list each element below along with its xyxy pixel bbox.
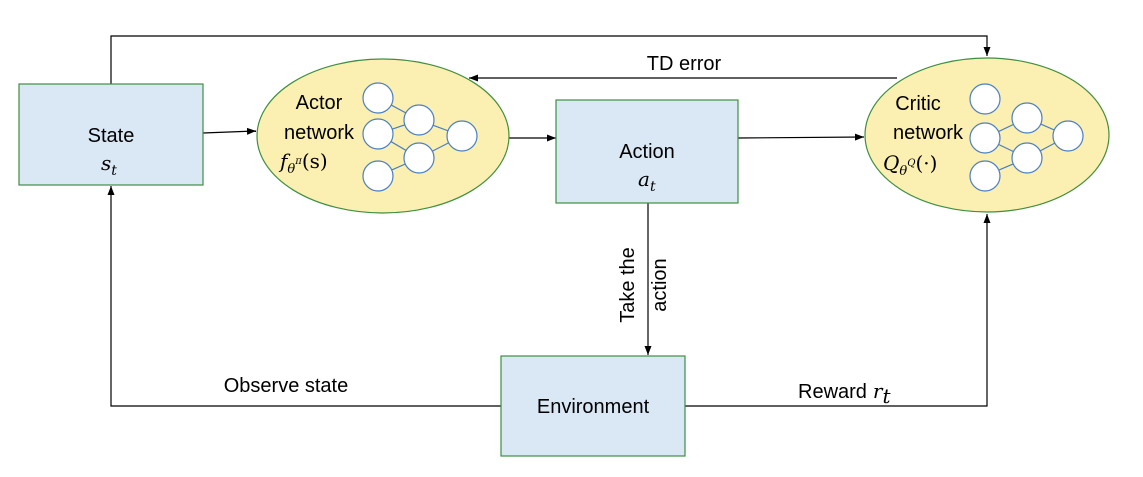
- environment-node: Environment: [500, 355, 686, 457]
- action-box: [555, 99, 739, 204]
- reward-arrow: [685, 214, 991, 407]
- critic-label-line2: network: [893, 122, 964, 144]
- critic-label-line1: Critic: [895, 93, 941, 115]
- state-symbol: st: [101, 151, 117, 179]
- state-node: State st: [18, 83, 204, 186]
- state-label: State: [88, 125, 135, 147]
- actor-network-node: Actor network fθπ(s): [256, 58, 510, 214]
- actor-label-line2: network: [284, 122, 355, 144]
- critic-network-node: Critic network QθQ(·): [864, 57, 1110, 213]
- state-to-actor-arrow: [202, 127, 257, 135]
- state-to-critic-arrow: [110, 35, 991, 84]
- action-to-critic-arrow: [737, 133, 865, 141]
- observe-state-label: Observe state: [224, 375, 349, 397]
- critic-function: QθQ(·): [883, 151, 937, 179]
- action-node: Action at: [555, 99, 739, 204]
- critic-neural-net-icon: [969, 83, 1084, 192]
- td-error-label: TD error: [647, 53, 722, 75]
- state-box: [18, 83, 204, 186]
- environment-label: Environment: [537, 396, 650, 418]
- take-action-label: Take the action: [617, 247, 671, 323]
- observe-state-arrow: [107, 186, 501, 407]
- action-label: Action: [619, 141, 675, 163]
- actor-label-line1: Actor: [296, 92, 343, 114]
- connectors: [107, 35, 991, 407]
- svg-text:Take the: Take the: [617, 247, 639, 323]
- environment-box: [500, 355, 686, 457]
- svg-text:action: action: [649, 258, 671, 311]
- action-symbol: at: [638, 167, 656, 195]
- actor-function: fθπ(s): [278, 149, 328, 177]
- actor-neural-net-icon: [362, 82, 478, 192]
